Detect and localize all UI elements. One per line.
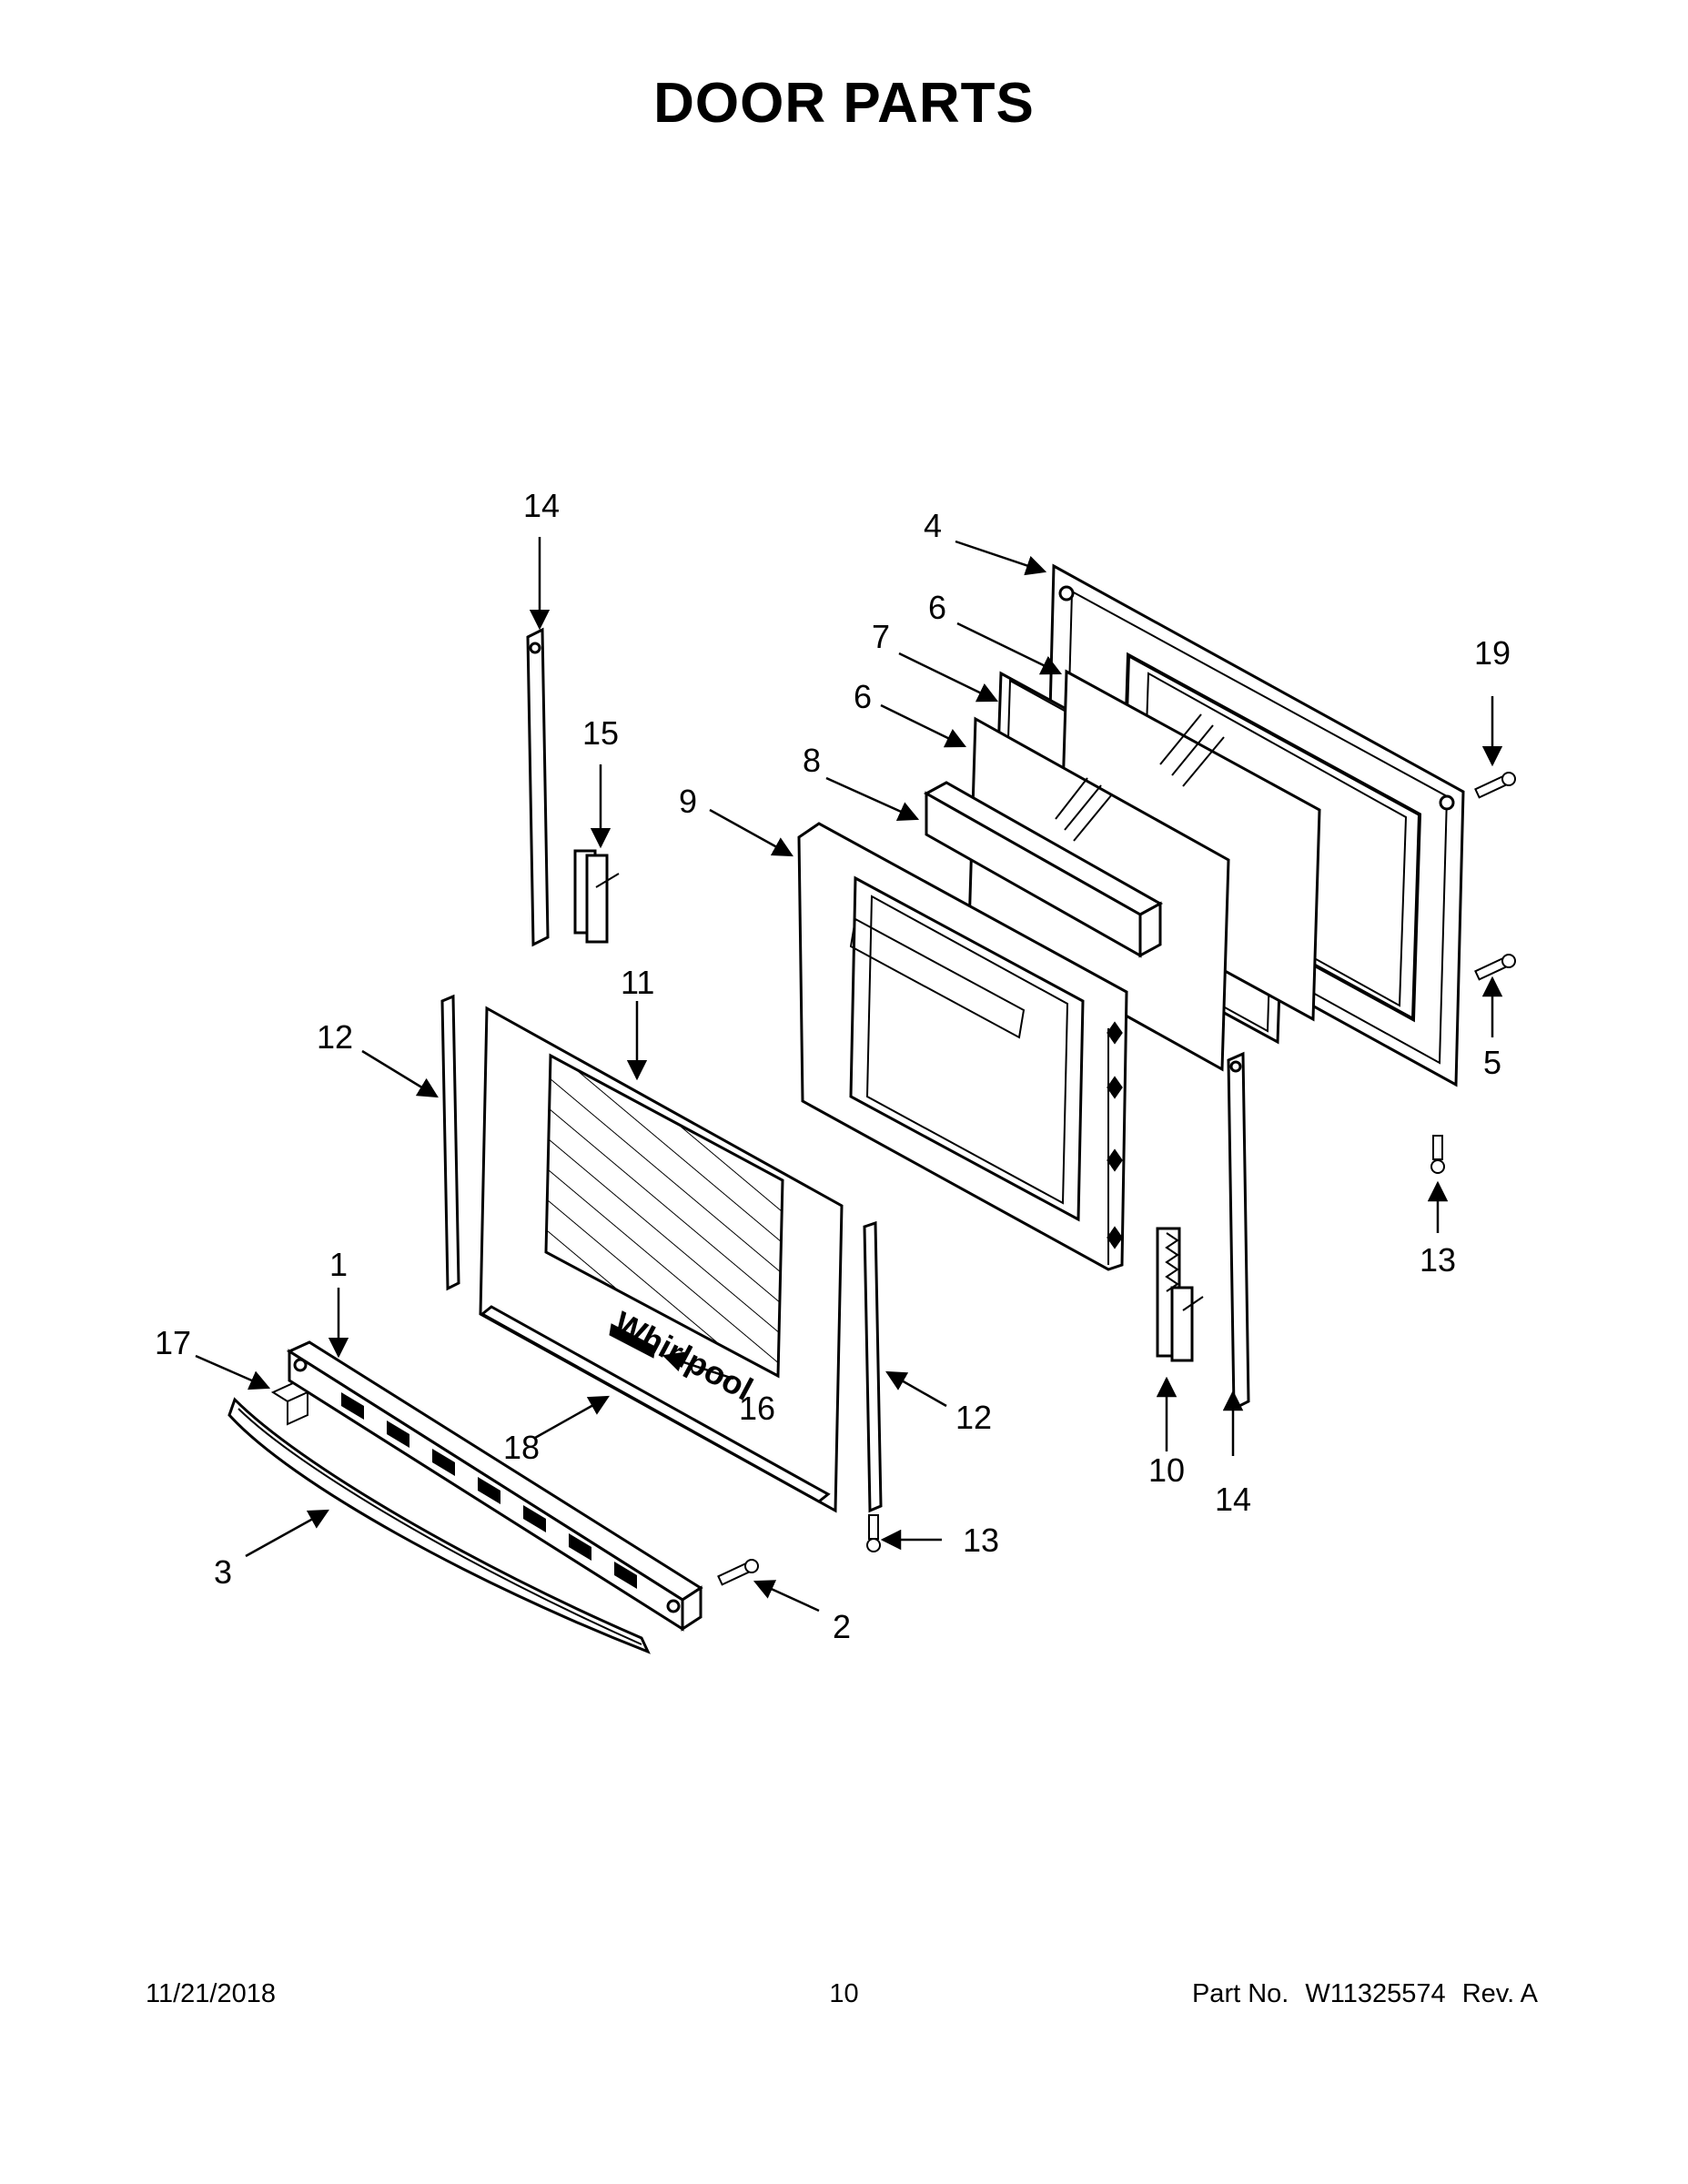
footer-revision: Rev. A (1461, 1979, 1538, 2008)
part-8-door-insulation (923, 781, 1164, 958)
callout-11: 11 (621, 964, 654, 1001)
callout-10: 10 (1148, 1451, 1185, 1489)
callout-5: 5 (1483, 1044, 1501, 1081)
callout-3: 3 (214, 1553, 232, 1591)
callout-4: 4 (924, 507, 942, 544)
part-11-outer-door-glass (479, 1006, 844, 1513)
part-10-hinge (1156, 1227, 1204, 1362)
callout-19: 19 (1474, 634, 1511, 672)
part-17-handle-end-cap (270, 1381, 310, 1426)
part-9-door-frame (797, 822, 1128, 1271)
callout-2: 2 (833, 1608, 851, 1645)
part-18-vent-strip (480, 1305, 831, 1503)
callout-16: 16 (739, 1390, 775, 1427)
part-3-door-handle (227, 1397, 651, 1654)
callout-13-bottom: 13 (963, 1522, 999, 1559)
footer-page-number: 10 (829, 1979, 859, 2008)
part-15-hinge (573, 849, 620, 944)
part-12-right-side-trim (863, 1220, 883, 1513)
callout-1: 1 (329, 1246, 348, 1283)
callout-labels: 14 15 4 6 7 6 8 9 19 5 13 11 12 1 17 16 … (155, 487, 1511, 1645)
footer-part-number: W11325574 (1305, 1979, 1446, 2008)
callout-12-right: 12 (955, 1399, 992, 1436)
part-12-left-side-trim (440, 994, 460, 1291)
callout-12-left: 12 (317, 1018, 353, 1056)
part-13-screw-bottom (866, 1514, 881, 1552)
callout-13-right: 13 (1420, 1241, 1456, 1279)
page-title: DOOR PARTS (653, 72, 1035, 135)
callout-7: 7 (872, 618, 890, 655)
callout-15: 15 (582, 714, 619, 752)
callout-6-lower: 6 (854, 678, 872, 715)
part-13-screw-right (1430, 1135, 1445, 1174)
callout-14-top: 14 (523, 487, 560, 524)
part-14-right-hinge-trim (1227, 1051, 1250, 1411)
callout-18: 18 (503, 1429, 540, 1466)
footer-date: 11/21/2018 (146, 1979, 276, 2008)
part-1-vent-bracket (286, 1340, 703, 1632)
footer-part-label: Part No. (1191, 1979, 1289, 2008)
part-14-left-hinge-trim (526, 627, 550, 947)
callout-8: 8 (803, 742, 821, 779)
callout-6-upper: 6 (928, 589, 946, 626)
callout-17: 17 (155, 1324, 191, 1361)
callout-leaders (195, 537, 1503, 1613)
part-2-screw (717, 1559, 759, 1586)
footer-part-info: Part No. W11325574 Rev. A (1183, 1979, 1538, 2009)
part-19-screw (1474, 772, 1516, 799)
callout-14-bottom: 14 (1215, 1481, 1251, 1518)
callout-9: 9 (679, 783, 697, 820)
part-5-screw (1474, 954, 1516, 981)
